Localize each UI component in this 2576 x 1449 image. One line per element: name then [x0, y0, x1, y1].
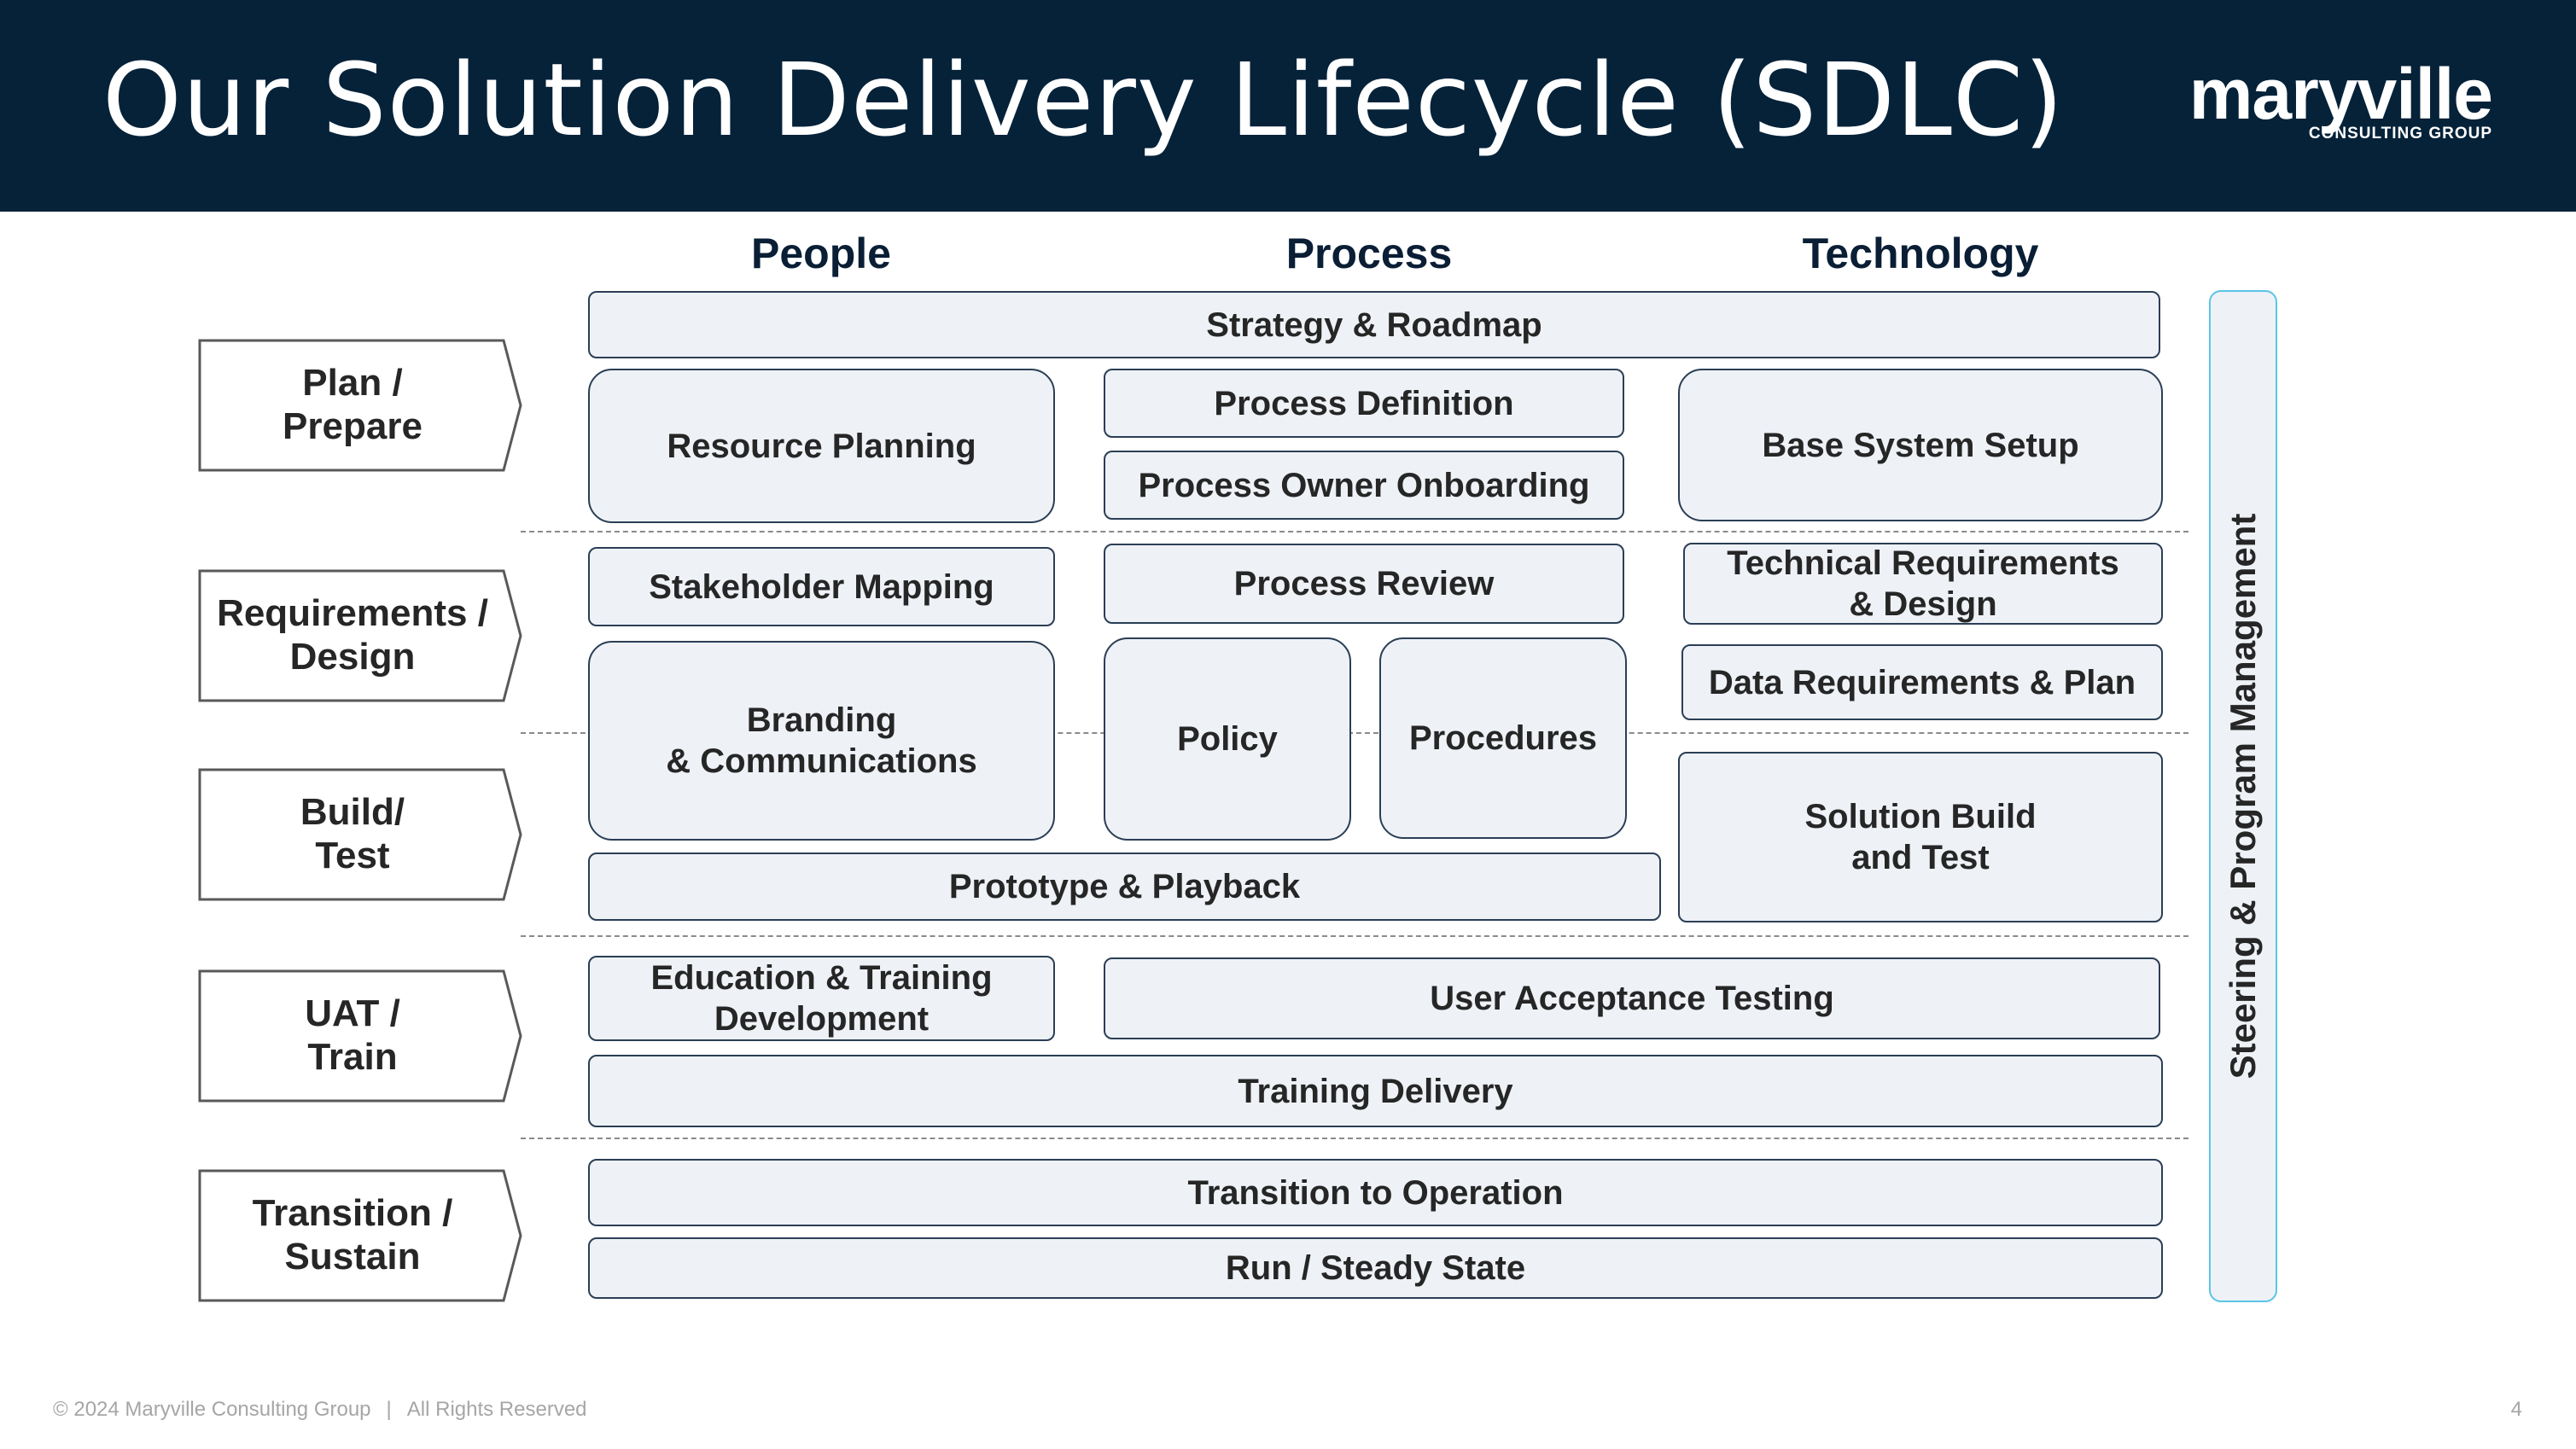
prototype-playback-box: Prototype & Playback — [588, 853, 1661, 921]
header-bar: Our Solution Delivery Lifecycle (SDLC) m… — [0, 0, 2576, 212]
phase-label: Plan / Prepare — [283, 362, 423, 447]
column-header-technology: Technology — [1802, 230, 2039, 277]
phase-arrow-shape — [198, 569, 522, 702]
logo-wordmark: maryville — [2188, 54, 2493, 134]
solution-build-box: Solution Build and Test — [1678, 752, 2163, 922]
phase-divider — [521, 732, 2188, 734]
run-steady-state-box: Run / Steady State — [588, 1237, 2163, 1299]
base-system-setup-box: Base System Setup — [1678, 369, 2163, 521]
phase-transition-sustain: Transition / Sustain — [198, 1169, 522, 1302]
process-definition-box: Process Definition — [1104, 369, 1624, 438]
footer-copyright: © 2024 Maryville Consulting Group | All Ri… — [53, 1398, 587, 1422]
data-requirements-box: Data Requirements & Plan — [1681, 644, 2163, 720]
page-number: 4 — [2510, 1398, 2522, 1421]
phase-arrow-shape — [198, 1169, 522, 1302]
branding-communications-box: Branding & Communications — [588, 641, 1055, 841]
procedures-box: Procedures — [1379, 637, 1627, 839]
steering-program-management-bar — [2209, 290, 2277, 1302]
column-header-process: Process — [1285, 230, 1453, 277]
resource-planning-box: Resource Planning — [588, 369, 1055, 523]
phase-divider — [521, 935, 2188, 937]
copyright-text: © 2024 Maryville Consulting Group — [53, 1398, 371, 1421]
phase-label: Transition / Sustain — [252, 1192, 453, 1277]
phase-divider — [521, 531, 2188, 532]
training-delivery-box: Training Delivery — [588, 1055, 2163, 1127]
transition-to-operation-box: Transition to Operation — [588, 1159, 2163, 1226]
phase-label: Build/ Test — [300, 791, 405, 876]
footer-separator: | — [386, 1398, 392, 1421]
phase-label: UAT / Train — [305, 992, 400, 1078]
phase-label: Requirements / Design — [217, 592, 488, 678]
phase-uat-train: UAT / Train — [198, 969, 522, 1103]
rights-text: All Rights Reserved — [406, 1398, 587, 1421]
process-review-box: Process Review — [1104, 544, 1624, 624]
education-training-box: Education & Training Development — [588, 956, 1055, 1041]
column-header-people: People — [751, 230, 891, 277]
phase-requirements-design: Requirements / Design — [198, 569, 522, 702]
technical-requirements-box: Technical Requirements & Design — [1683, 543, 2163, 625]
process-owner-onboarding-box: Process Owner Onboarding — [1104, 451, 1624, 520]
user-acceptance-testing-box: User Acceptance Testing — [1104, 957, 2160, 1039]
phase-arrow-shape — [198, 969, 522, 1103]
phase-build-test: Build/ Test — [198, 768, 522, 901]
steering-program-management-label: Steering & Program Management — [2223, 513, 2263, 1079]
page-title: Our Solution Delivery Lifecycle (SDLC) — [102, 41, 2065, 159]
phase-plan-prepare: Plan / Prepare — [198, 339, 522, 472]
policy-box: Policy — [1104, 637, 1351, 841]
strategy-roadmap-box: Strategy & Roadmap — [588, 291, 2160, 358]
stakeholder-mapping-box: Stakeholder Mapping — [588, 547, 1055, 626]
phase-divider — [521, 1138, 2188, 1139]
phase-arrow-shape — [198, 339, 522, 472]
phase-arrow-shape — [198, 768, 522, 901]
logo-tagline: CONSULTING GROUP — [2308, 125, 2492, 143]
